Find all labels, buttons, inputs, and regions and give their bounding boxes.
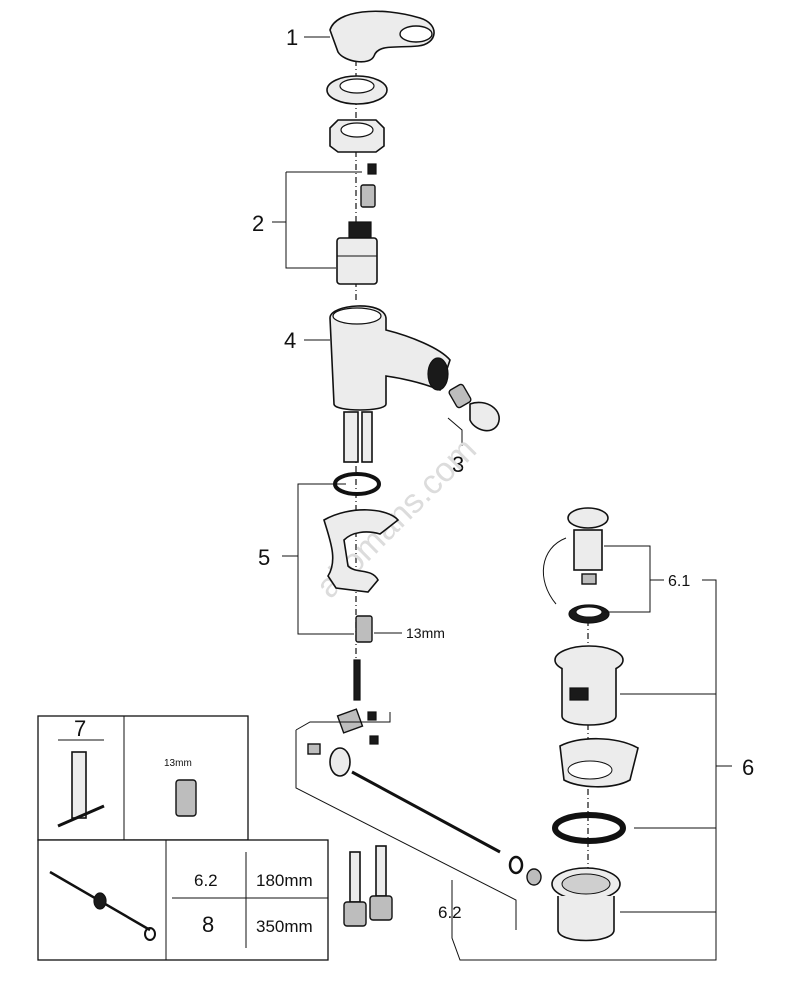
callout-5: 5 [258,545,270,570]
table-row-2-length: 350mm [256,917,313,936]
bracket-3 [447,417,463,446]
callout-6: 6 [742,755,754,780]
dimension-label: 13mm [406,625,445,641]
bracket-6 [620,693,716,913]
popup-plug [542,507,610,624]
bracket-61 [604,545,651,613]
table-row-1-length: 180mm [256,871,313,890]
callout-61: 6.1 [668,573,690,590]
tool-number: 7 [74,716,86,741]
callout-62: 6.2 [438,903,462,922]
cartridge-set [336,163,378,285]
bracket-2 [285,171,362,269]
rod-bracket [295,712,517,930]
callout-3: 3 [452,452,464,477]
tool-box [37,715,249,841]
faucet-body [322,305,451,463]
callout-2: 2 [252,211,264,236]
table-row-2-part: 8 [202,912,214,937]
length-table [37,839,329,961]
locking-nut [329,119,385,153]
seal-gasket [559,737,639,788]
cap-ring [326,75,388,105]
tool-dimension: 13mm [164,758,192,769]
callout-4: 4 [284,328,296,353]
lever-handle [329,10,435,63]
drain-flange [554,645,624,726]
connection-hoses [343,845,393,927]
table-row-1-part: 6.2 [194,871,218,890]
rotate-arrow [542,537,567,605]
bracket-62 [451,579,717,961]
drain-body [551,867,621,942]
bracket-5 [297,483,354,635]
swivel-outlet [448,383,500,432]
popup-rod-assembly [307,708,542,886]
rubber-ring [552,812,626,844]
callout-1: 1 [286,25,298,50]
